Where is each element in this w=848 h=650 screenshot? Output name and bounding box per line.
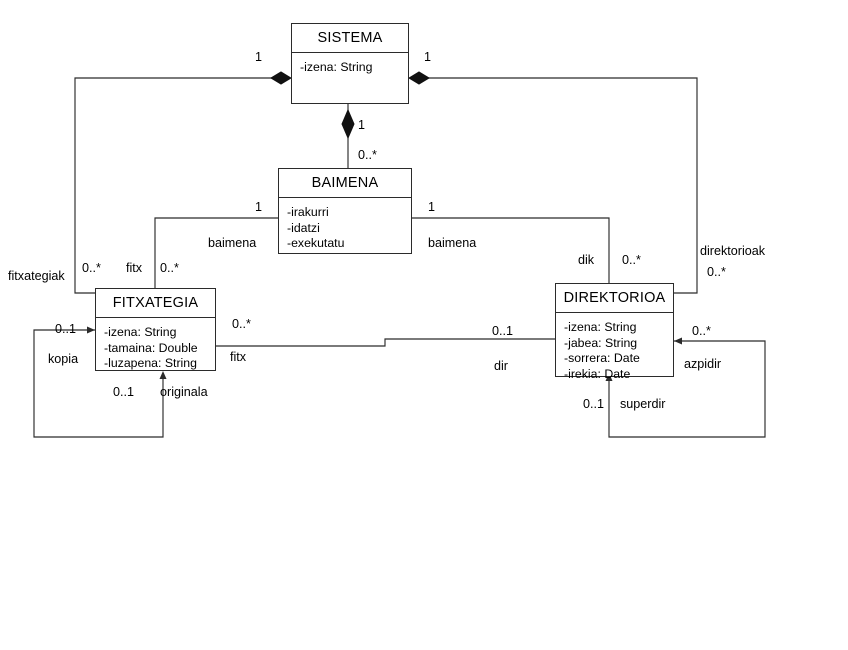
composition-diamond-sistema-right — [408, 71, 430, 85]
class-box-fitxategia[interactable]: FITXATEGIA -izena: String -tamaina: Doub… — [95, 288, 216, 371]
multiplicity-baimena-left: 1 — [255, 200, 263, 214]
arrowhead-kopia — [87, 326, 95, 334]
multiplicity-direktorioak: 0..* — [707, 265, 726, 279]
role-originala: originala — [160, 385, 208, 399]
class-box-baimena[interactable]: BAIMENA -irakurri -idatzi -exekutatu — [278, 168, 412, 254]
attribute: -jabea: String — [564, 335, 638, 350]
multiplicity-dik: 0..* — [622, 253, 641, 267]
connector-baimena-fitxategia — [154, 217, 278, 288]
role-fitxategiak: fitxategiak — [8, 269, 65, 283]
attribute: -exekutatu — [287, 236, 345, 250]
multiplicity-baimena-top: 0..* — [358, 148, 377, 162]
multiplicity-azpidir: 0..* — [692, 324, 711, 338]
attribute: -irekia: Date — [564, 366, 631, 381]
role-dik: dik — [578, 253, 595, 267]
class-attributes-sistema: -izena: String — [292, 53, 408, 83]
multiplicity-sistema-left: 1 — [255, 50, 263, 64]
class-attributes-direktorioa: -izena: String -jabea: String -sorrera: … — [556, 313, 673, 389]
attribute: -idatzi — [287, 220, 320, 235]
connector-fitxategia-direktorioa — [216, 338, 555, 347]
connector-sistema-direktorioa — [425, 77, 698, 294]
multiplicity-superdir: 0..1 — [583, 397, 605, 411]
multiplicity-sistema-baimena: 1 — [358, 118, 366, 132]
class-name-fitxategia: FITXATEGIA — [96, 289, 215, 318]
multiplicity-kopia: 0..1 — [55, 322, 77, 336]
class-name-direktorioa: DIREKTORIOA — [556, 284, 673, 313]
attribute: -tamaina: Double — [104, 340, 198, 355]
class-attributes-baimena: -irakurri -idatzi -exekutatu — [279, 198, 411, 259]
class-name-baimena: BAIMENA — [279, 169, 411, 198]
role-baimena-left: baimena — [208, 236, 257, 250]
attribute: -sorrera: Date — [564, 351, 640, 365]
attribute: -irakurri — [287, 205, 329, 219]
role-kopia: kopia — [48, 352, 79, 366]
multiplicity-dir: 0..1 — [492, 324, 514, 338]
role-fitx-top: fitx — [126, 261, 143, 275]
multiplicity-sistema-right: 1 — [424, 50, 432, 64]
role-dir: dir — [494, 359, 508, 373]
multiplicity-fitxategiak: 0..* — [82, 261, 101, 275]
multiplicity-fitx: 0..* — [232, 317, 251, 331]
attribute: -luzapena: String — [104, 356, 197, 370]
multiplicity-baimena-right: 1 — [428, 200, 436, 214]
class-attributes-fitxategia: -izena: String -tamaina: Double -luzapen… — [96, 318, 215, 379]
attribute: -izena: String — [300, 60, 373, 74]
attribute: -izena: String — [564, 320, 637, 334]
class-name-sistema: SISTEMA — [292, 24, 408, 53]
role-superdir: superdir — [620, 397, 666, 411]
multiplicity-originala: 0..1 — [113, 385, 135, 399]
role-baimena-right: baimena — [428, 236, 477, 250]
composition-diamond-sistema-left — [270, 71, 292, 85]
class-box-sistema[interactable]: SISTEMA -izena: String — [291, 23, 409, 104]
role-direktorioak: direktorioak — [700, 244, 766, 258]
multiplicity-fitx-top: 0..* — [160, 261, 179, 275]
composition-diamond-sistema-bottom — [341, 108, 355, 140]
class-box-direktorioa[interactable]: DIREKTORIOA -izena: String -jabea: Strin… — [555, 283, 674, 381]
role-fitx: fitx — [230, 350, 247, 364]
attribute: -izena: String — [104, 325, 177, 339]
connector-baimena-direktorioa — [412, 217, 610, 283]
role-azpidir: azpidir — [684, 357, 722, 371]
arrowhead-azpidir — [674, 337, 682, 345]
